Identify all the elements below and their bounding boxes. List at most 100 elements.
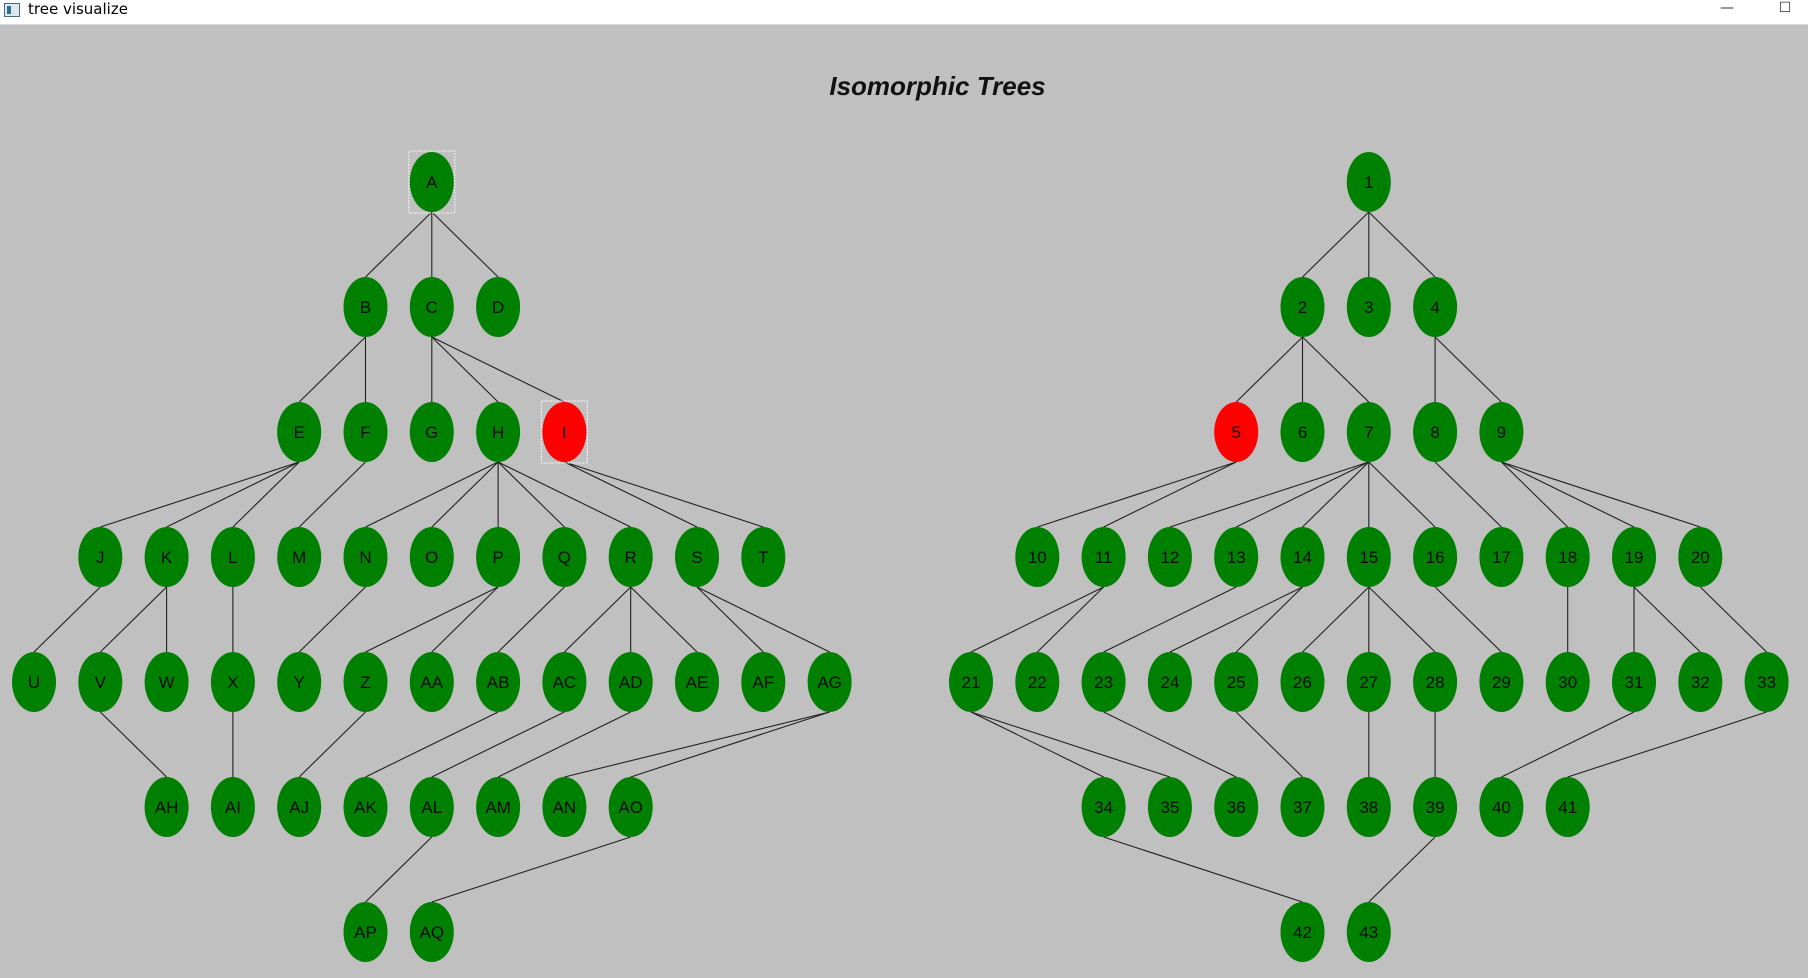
tree-node-AI[interactable]: AI xyxy=(210,777,255,837)
tree-node-22[interactable]: 22 xyxy=(1015,652,1060,712)
tree-node-U[interactable]: U xyxy=(12,652,56,712)
edge-A-B xyxy=(365,211,433,278)
tree-node-J[interactable]: J xyxy=(78,527,123,587)
tree-node-4[interactable]: 4 xyxy=(1413,277,1458,337)
tree-node-18[interactable]: 18 xyxy=(1545,527,1590,587)
node-shape xyxy=(1015,652,1060,712)
tree-node-R[interactable]: R xyxy=(608,527,653,587)
tree-node-P[interactable]: P xyxy=(476,527,521,587)
tree-node-28[interactable]: 28 xyxy=(1413,652,1458,712)
tree-node-27[interactable]: 27 xyxy=(1346,652,1391,712)
tree-node-AC[interactable]: AC xyxy=(542,652,587,712)
minimize-icon[interactable]: — xyxy=(1720,0,1734,16)
tree-node-A[interactable]: A xyxy=(408,150,456,214)
tree-node-32[interactable]: 32 xyxy=(1678,652,1723,712)
tree-node-AL[interactable]: AL xyxy=(409,777,454,837)
tree-node-23[interactable]: 23 xyxy=(1081,652,1126,712)
tree-node-13[interactable]: 13 xyxy=(1214,527,1259,587)
tree-node-X[interactable]: X xyxy=(210,652,255,712)
tree-node-33[interactable]: 33 xyxy=(1744,652,1789,712)
tree-node-AE[interactable]: AE xyxy=(675,652,719,712)
tree-node-9[interactable]: 9 xyxy=(1479,402,1524,462)
tree-node-M[interactable]: M xyxy=(277,527,322,587)
tree-node-39[interactable]: 39 xyxy=(1413,777,1458,837)
tree-node-AJ[interactable]: AJ xyxy=(277,777,322,837)
tree-node-43[interactable]: 43 xyxy=(1346,902,1391,962)
tree-node-37[interactable]: 37 xyxy=(1280,777,1325,837)
node-shape xyxy=(277,527,322,587)
tree-node-Q[interactable]: Q xyxy=(542,527,587,587)
tree-node-20[interactable]: 20 xyxy=(1678,527,1723,587)
tree-node-2[interactable]: 2 xyxy=(1280,277,1325,337)
tree-node-N[interactable]: N xyxy=(343,527,388,587)
tree-node-26[interactable]: 26 xyxy=(1280,652,1325,712)
tree-node-D[interactable]: D xyxy=(476,277,521,337)
tree-node-29[interactable]: 29 xyxy=(1479,652,1524,712)
tree-node-AH[interactable]: AH xyxy=(144,777,189,837)
tree-node-15[interactable]: 15 xyxy=(1346,527,1391,587)
tree-node-8[interactable]: 8 xyxy=(1413,402,1458,462)
tree-node-16[interactable]: 16 xyxy=(1413,527,1458,587)
tree-node-AP[interactable]: AP xyxy=(343,902,388,962)
tree-node-5[interactable]: 5 xyxy=(1214,402,1259,462)
tree-node-S[interactable]: S xyxy=(675,527,719,587)
tree-node-11[interactable]: 11 xyxy=(1081,527,1126,587)
tree-node-21[interactable]: 21 xyxy=(949,652,993,712)
tree-node-W[interactable]: W xyxy=(144,652,189,712)
tree-node-AD[interactable]: AD xyxy=(608,652,653,712)
tree-node-40[interactable]: 40 xyxy=(1479,777,1524,837)
tree-node-6[interactable]: 6 xyxy=(1280,402,1325,462)
node-label: O xyxy=(425,548,438,567)
tree-node-30[interactable]: 30 xyxy=(1545,652,1590,712)
page-title: Isomorphic Trees xyxy=(829,71,1046,101)
tree-node-AK[interactable]: AK xyxy=(343,777,388,837)
node-shape xyxy=(343,527,388,587)
tree-node-AG[interactable]: AG xyxy=(807,652,852,712)
tree-node-F[interactable]: F xyxy=(343,402,388,462)
tree-node-C[interactable]: C xyxy=(409,277,454,337)
tree-node-7[interactable]: 7 xyxy=(1346,402,1391,462)
node-label: F xyxy=(360,423,370,442)
tree-node-35[interactable]: 35 xyxy=(1147,777,1192,837)
tree-node-AO[interactable]: AO xyxy=(608,777,653,837)
node-label: 13 xyxy=(1227,548,1246,567)
tree-node-24[interactable]: 24 xyxy=(1147,652,1192,712)
tree-node-O[interactable]: O xyxy=(409,527,454,587)
tree-node-AA[interactable]: AA xyxy=(409,652,454,712)
tree-node-G[interactable]: G xyxy=(409,402,454,462)
tree-node-10[interactable]: 10 xyxy=(1015,527,1060,587)
tree-node-B[interactable]: B xyxy=(343,277,388,337)
tree-node-Z[interactable]: Z xyxy=(343,652,388,712)
tree-node-AM[interactable]: AM xyxy=(476,777,521,837)
tree-node-3[interactable]: 3 xyxy=(1346,277,1391,337)
tree-node-AF[interactable]: AF xyxy=(741,652,786,712)
tree-node-42[interactable]: 42 xyxy=(1280,902,1325,962)
tree-node-19[interactable]: 19 xyxy=(1612,527,1656,587)
tree-node-AQ[interactable]: AQ xyxy=(409,902,454,962)
tree-node-17[interactable]: 17 xyxy=(1479,527,1524,587)
tree-node-AB[interactable]: AB xyxy=(476,652,521,712)
edge-7-14 xyxy=(1302,461,1370,528)
tree-node-E[interactable]: E xyxy=(277,402,322,462)
tree-node-Y[interactable]: Y xyxy=(277,652,322,712)
tree-node-L[interactable]: L xyxy=(210,527,255,587)
tree-node-1[interactable]: 1 xyxy=(1346,152,1391,212)
node-label: L xyxy=(228,548,237,567)
tree-node-12[interactable]: 12 xyxy=(1147,527,1192,587)
edge-AG-AN xyxy=(564,711,830,778)
tree-node-V[interactable]: V xyxy=(78,652,123,712)
tree-node-AN[interactable]: AN xyxy=(542,777,587,837)
tree-node-38[interactable]: 38 xyxy=(1346,777,1391,837)
tree-node-41[interactable]: 41 xyxy=(1545,777,1590,837)
tree-node-I[interactable]: I xyxy=(540,400,588,464)
edge-33-41 xyxy=(1567,711,1767,778)
tree-node-36[interactable]: 36 xyxy=(1214,777,1259,837)
tree-node-K[interactable]: K xyxy=(144,527,189,587)
tree-node-31[interactable]: 31 xyxy=(1612,652,1656,712)
tree-node-34[interactable]: 34 xyxy=(1081,777,1126,837)
tree-node-14[interactable]: 14 xyxy=(1280,527,1325,587)
tree-node-25[interactable]: 25 xyxy=(1214,652,1259,712)
tree-node-T[interactable]: T xyxy=(741,527,786,587)
tree-node-H[interactable]: H xyxy=(476,402,521,462)
maximize-icon[interactable]: ☐ xyxy=(1778,0,1792,16)
